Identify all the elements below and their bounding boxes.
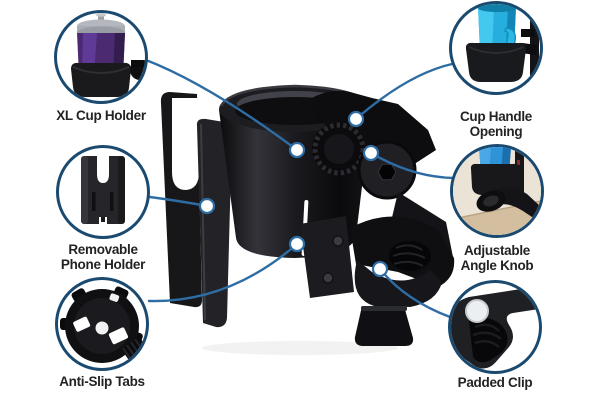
label-line: Anti-Slip Tabs xyxy=(59,374,145,389)
callout-circle-adjustable-angle-knob xyxy=(450,144,544,238)
leader-adjustable-angle-knob xyxy=(369,151,455,180)
callout-dots xyxy=(198,110,389,278)
dot-cup-handle-opening xyxy=(347,110,365,128)
dot-padded-clip xyxy=(371,260,389,278)
leader-cup-handle-opening xyxy=(354,62,454,121)
product-shadow xyxy=(202,341,398,355)
phone-holder-front xyxy=(196,118,232,328)
cyan-cup-with-handle-icon xyxy=(465,4,539,86)
label-adjustable-angle-knob: Adjustable Angle Knob xyxy=(412,243,582,273)
screw xyxy=(332,235,344,247)
callout-circle-padded-clip xyxy=(448,280,542,374)
label-line: Padded Clip xyxy=(457,375,533,390)
label-line: Phone Holder xyxy=(60,257,146,272)
label-removable-phone-holder: Removable Phone Holder xyxy=(18,242,188,272)
dot-removable-phone-holder xyxy=(198,197,216,215)
label-line: Removable xyxy=(68,242,138,257)
phone-holder-icon xyxy=(81,156,125,224)
label-line: Opening xyxy=(469,124,523,139)
hex-socket xyxy=(377,163,397,181)
phone-holder-notch xyxy=(172,98,199,190)
purple-cup-in-holder-icon xyxy=(71,13,145,97)
callout-circle-cup-handle-opening xyxy=(449,1,543,95)
label-anti-slip-tabs: Anti-Slip Tabs xyxy=(17,374,187,389)
dot-adjustable-angle-knob xyxy=(362,144,380,162)
knob-center xyxy=(324,134,354,164)
mount-plate xyxy=(300,216,354,298)
leader-anti-slip-tabs xyxy=(147,242,299,303)
product-illustration xyxy=(160,84,455,355)
clip-pad-ribs xyxy=(392,244,426,267)
leader-xl-cup-holder xyxy=(144,58,299,152)
dot-anti-slip-tabs xyxy=(288,235,306,253)
phone-holder-highlight xyxy=(200,123,206,321)
padded-clip-icon xyxy=(451,289,539,369)
tightening-knob xyxy=(354,306,414,346)
callout-circle-removable-phone-holder xyxy=(56,145,150,239)
label-line: Adjustable xyxy=(463,243,530,258)
callout-circle-xl-cup-holder xyxy=(54,10,148,104)
label-line: Cup Handle xyxy=(459,109,532,124)
knob-edge-highlight xyxy=(361,306,407,311)
label-line: Angle Knob xyxy=(460,258,534,273)
knurl-texture xyxy=(312,122,366,176)
label-cup-handle-opening: Cup Handle Opening xyxy=(411,109,581,139)
label-xl-cup-holder: XL Cup Holder xyxy=(16,108,186,123)
anti-slip-base-icon xyxy=(60,286,146,363)
clip-lower-jaw xyxy=(354,260,442,307)
dot-xl-cup-holder xyxy=(288,141,306,159)
callout-circle-anti-slip-tabs xyxy=(55,277,149,371)
screw xyxy=(322,272,334,284)
angle-knob-icon xyxy=(453,147,541,235)
label-line: XL Cup Holder xyxy=(56,108,146,123)
label-padded-clip: Padded Clip xyxy=(410,375,580,390)
